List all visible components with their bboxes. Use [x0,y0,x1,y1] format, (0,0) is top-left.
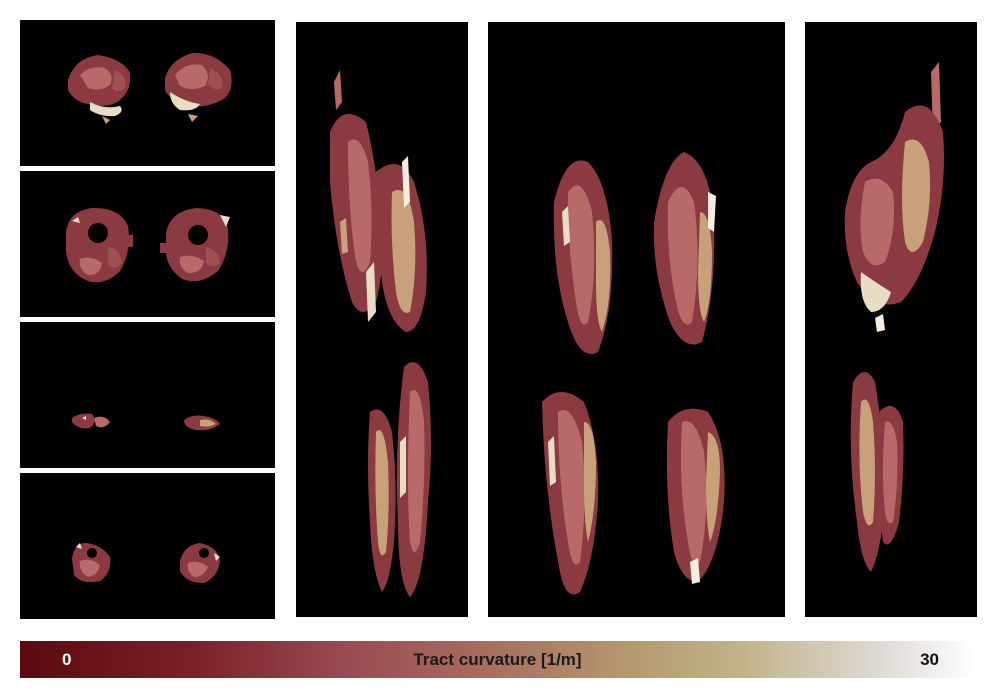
colorbar-title: Tract curvature [1/m] [413,649,582,669]
axial-slice-3 [20,322,275,468]
right-muscle-group [165,52,232,122]
axial-slice-4-image [72,543,220,583]
colorbar-max-label: 30 [920,649,939,669]
coronal-view-image [542,152,725,595]
sagittal-view-left [296,22,468,617]
left-muscle-group [72,543,111,583]
sagittal-view-right-image [844,62,944,572]
lower-right-bundle [666,408,725,584]
left-muscle-group [66,207,133,283]
right-muscle-group [184,415,220,431]
upper-muscle-bundle [844,62,944,332]
axial-slice-2 [20,171,275,317]
upper-left-bundle [553,160,613,354]
sagittal-view-right [805,22,977,617]
lower-muscle-bundle [368,362,431,597]
upper-right-bundle [653,152,716,345]
axial-slice-3-image [72,413,220,431]
right-muscle-group [180,543,220,583]
axial-slice-2-image [66,207,230,283]
upper-muscle-bundle [330,70,427,332]
left-muscle-group [68,55,131,124]
lower-muscle-bundle [850,372,904,572]
right-muscle-group [160,208,230,282]
colorbar-min-label: 0 [62,649,72,669]
axial-slice-1-image [68,52,232,124]
colorbar: 0 Tract curvature [1/m] 30 [20,641,975,678]
lower-left-bundle [542,392,599,595]
sagittal-view-left-image [330,70,431,597]
coronal-view [488,22,785,617]
left-muscle-group [72,413,110,429]
axial-slice-4 [20,473,275,619]
axial-slice-1 [20,20,275,166]
